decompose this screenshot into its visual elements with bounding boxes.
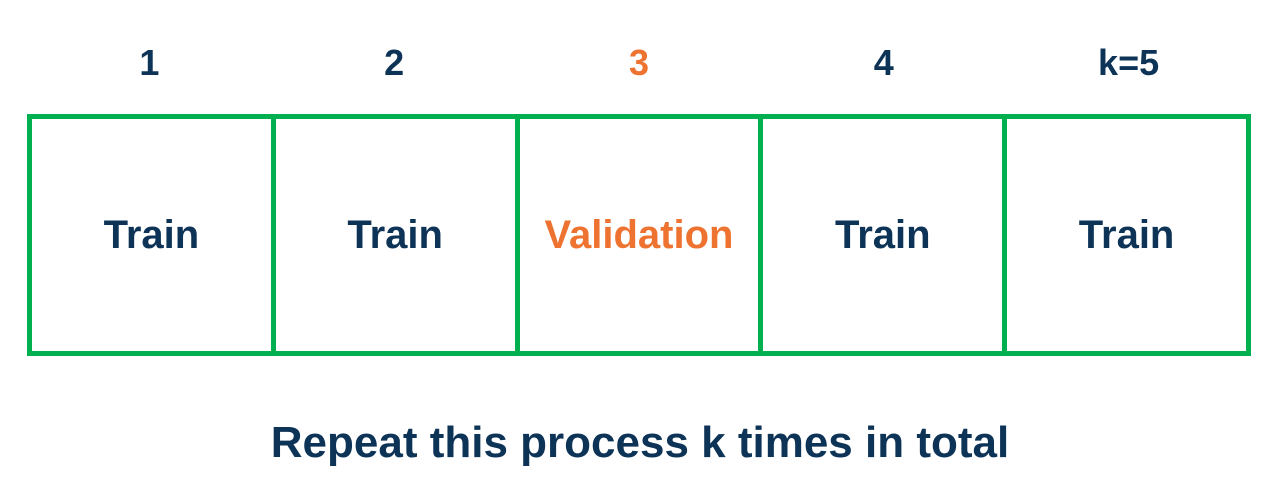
fold-label-4: Train xyxy=(834,212,931,257)
fold-number-4: 4 xyxy=(873,42,894,83)
fold-label-3: Validation xyxy=(544,212,734,257)
fold-number-2: 2 xyxy=(384,42,405,83)
fold-label-2: Train xyxy=(347,212,443,257)
fold-number-1: 1 xyxy=(139,42,160,83)
fold-1: Train xyxy=(32,119,276,351)
caption: Repeat this process k times in total xyxy=(270,418,1010,467)
fold-5: Train xyxy=(1007,119,1246,351)
fold-number-3: 3 xyxy=(628,42,649,83)
fold-4: Train xyxy=(763,119,1008,351)
fold-label-1: Train xyxy=(103,212,200,257)
fold-2: Train xyxy=(276,119,520,351)
folds-box: Train Train Validation Train Train xyxy=(27,114,1251,356)
fold-numbers-row: 1 2 3 4 k=5 xyxy=(27,40,1251,86)
fold-number-5: k=5 xyxy=(1098,42,1160,83)
fold-3: Validation xyxy=(520,119,764,351)
fold-label-5: Train xyxy=(1078,212,1175,257)
